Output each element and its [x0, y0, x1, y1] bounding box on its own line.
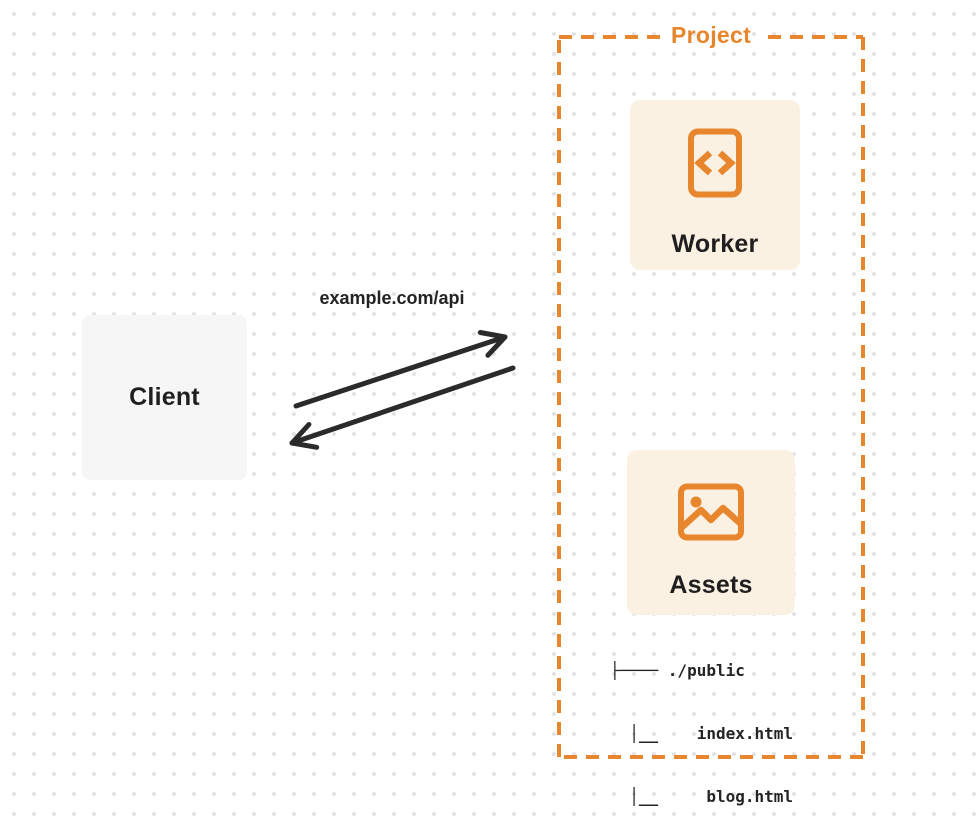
worker-label: Worker — [671, 230, 759, 258]
file-tree-line: │__ blog.html — [610, 787, 794, 806]
response-arrow — [289, 365, 516, 450]
assets-file-tree: ├──── ./public │__ index.html │__ blog.h… — [610, 618, 793, 818]
request-url-label: example.com/api — [319, 288, 465, 308]
image-icon — [677, 483, 745, 546]
assets-label: Assets — [669, 571, 753, 599]
file-tree-line: │__ index.html — [610, 724, 794, 743]
project-group-label: Project — [670, 22, 752, 48]
assets-node: Assets — [627, 450, 795, 615]
worker-node: Worker — [630, 100, 800, 270]
client-node: Client — [82, 315, 247, 480]
request-arrow — [293, 330, 508, 409]
file-tree-line: ├──── ./public — [610, 661, 745, 680]
client-label: Client — [129, 383, 200, 411]
code-file-icon — [687, 128, 743, 203]
project-dashed-border — [557, 35, 865, 759]
